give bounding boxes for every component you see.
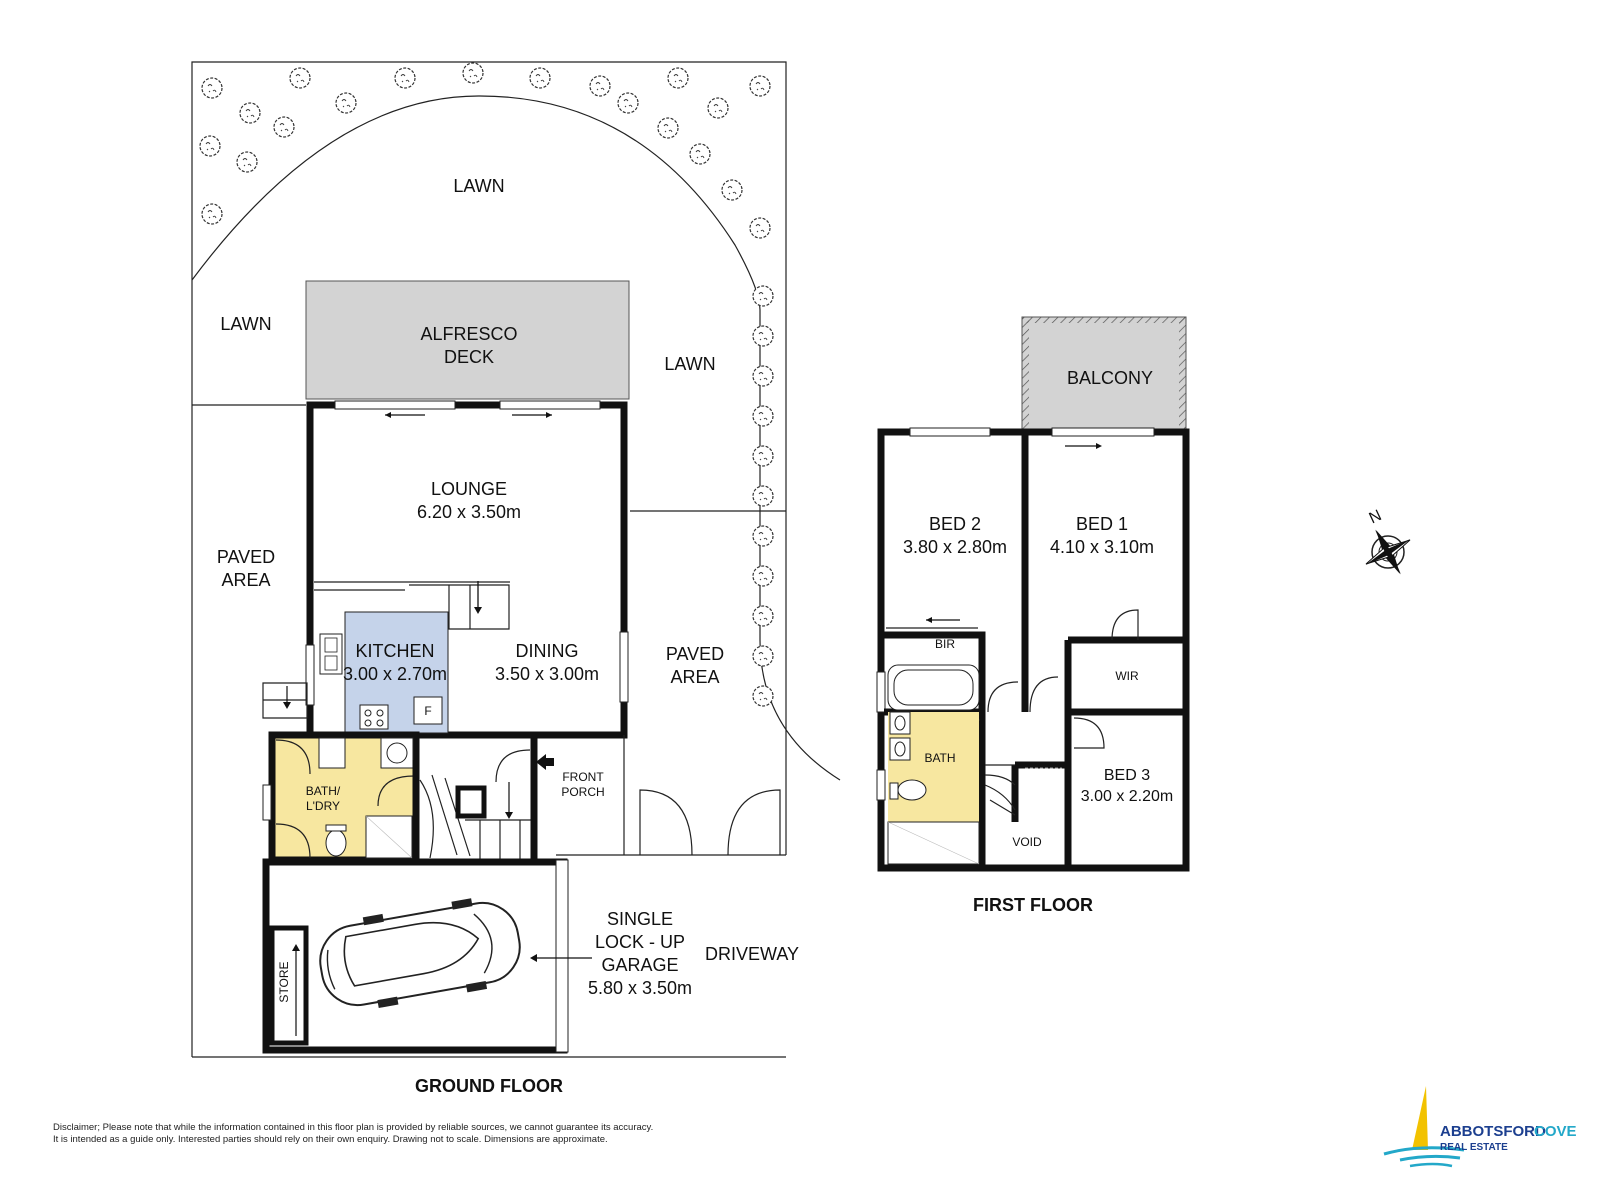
label-front-porch-2: PORCH [561, 785, 604, 799]
stairs-ground-lower [412, 760, 535, 860]
label-wir: WIR [1115, 669, 1139, 683]
label-dining: DINING [516, 641, 579, 661]
label-store: STORE [277, 961, 291, 1002]
label-alfresco: ALFRESCO [420, 324, 517, 344]
label-lawn-top: LAWN [453, 176, 504, 196]
label-front-porch-1: FRONT [562, 770, 604, 784]
disclaimer-line-1: Disclaimer; Please note that while the i… [53, 1122, 654, 1133]
label-paved-left-2: AREA [221, 570, 270, 590]
label-paved-right-1: PAVED [666, 644, 724, 664]
label-first-bath: BATH [924, 751, 955, 765]
label-garage-3: GARAGE [601, 955, 678, 975]
label-balcony: BALCONY [1067, 368, 1153, 388]
label-garage-dim: 5.80 x 3.50m [588, 978, 692, 998]
label-lawn-right: LAWN [664, 354, 715, 374]
label-paved-left-1: PAVED [217, 547, 275, 567]
label-void: VOID [1012, 835, 1042, 849]
site-boundary [191, 61, 787, 1057]
disclaimer: Disclaimer; Please note that while the i… [53, 1122, 753, 1146]
stairs-ground-upper [409, 581, 510, 630]
first-floor-walls [877, 428, 1190, 872]
label-fridge: F [424, 704, 431, 718]
house-main-walls [306, 401, 628, 739]
disclaimer-line-2: It is intended as a guide only. Interest… [53, 1134, 608, 1145]
logo-subtitle: REAL ESTATE [1440, 1142, 1508, 1153]
compass-icon [1365, 529, 1411, 575]
label-bed1: BED 1 [1076, 514, 1128, 534]
label-garage-1: SINGLE [607, 909, 673, 929]
first-floor-title: FIRST FLOOR [973, 895, 1093, 915]
label-kitchen-dim: 3.00 x 2.70m [343, 664, 447, 684]
label-deck: DECK [444, 347, 494, 367]
label-bath-laundry-1: BATH/ [306, 784, 341, 798]
label-dining-dim: 3.50 x 3.00m [495, 664, 599, 684]
label-bir: BIR [935, 637, 955, 651]
label-driveway: DRIVEWAY [705, 944, 799, 964]
label-kitchen: KITCHEN [355, 641, 434, 661]
label-lounge: LOUNGE [431, 479, 507, 499]
label-paved-right-2: AREA [670, 667, 719, 687]
label-garage-2: LOCK - UP [595, 932, 685, 952]
car-icon [319, 898, 521, 1008]
label-bed3-dim: 3.00 x 2.20m [1081, 788, 1174, 805]
ground-floor-title: GROUND FLOOR [415, 1076, 563, 1096]
sail-icon [1412, 1086, 1428, 1150]
logo-name-cove: COVE [1534, 1123, 1577, 1140]
label-bed2: BED 2 [929, 514, 981, 534]
compass-north-label: N [1367, 507, 1385, 527]
label-bed1-dim: 4.10 x 3.10m [1050, 537, 1154, 557]
ground-floor: LAWN LAWN LAWN ALFRESCO DECK LOUNGE 6.20… [191, 61, 841, 1096]
label-bath-laundry-2: L'DRY [306, 799, 340, 813]
label-lawn-left: LAWN [220, 314, 271, 334]
lawn-arc [191, 95, 841, 781]
label-bed2-dim: 3.80 x 2.80m [903, 537, 1007, 557]
lounge-sliding-doors [334, 400, 601, 418]
alfresco-deck [305, 280, 630, 400]
label-lounge-dim: 6.20 x 3.50m [417, 502, 521, 522]
first-floor: BALCONY BED 2 3.80 x 2.80m BED 1 4.10 x … [876, 316, 1190, 915]
agency-logo: ABBOTSFORD COVE REAL ESTATE [1383, 1086, 1577, 1168]
logo-name: ABBOTSFORD [1440, 1123, 1546, 1140]
label-bed3: BED 3 [1104, 767, 1150, 784]
